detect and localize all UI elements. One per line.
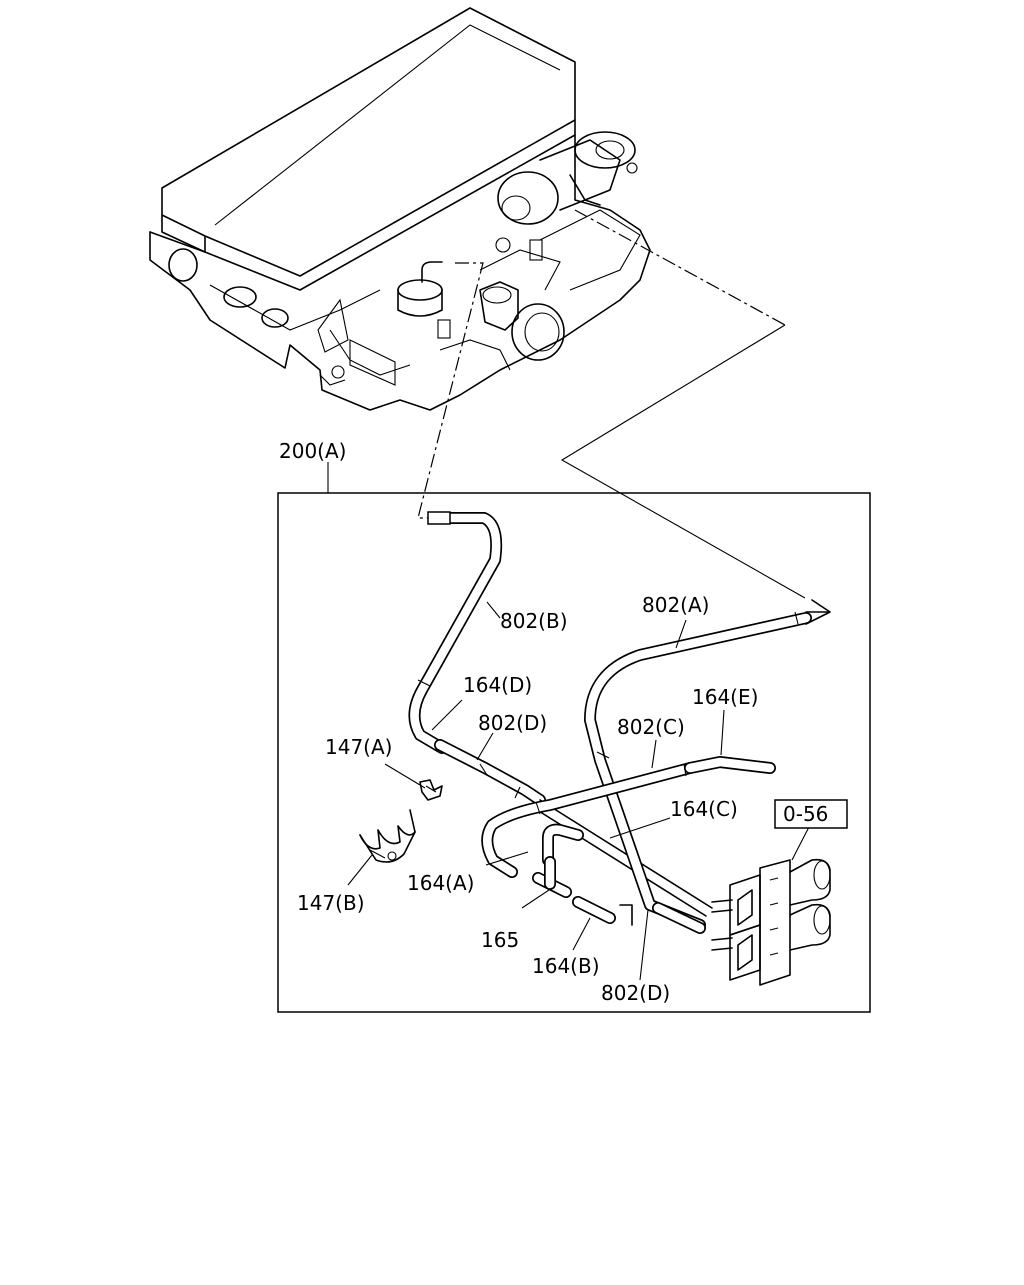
label-147a: 147(A) [325,735,392,759]
label-leaders [327,462,811,981]
hose-802d-bottom [619,902,706,934]
label-802c: 802(C) [617,715,685,739]
label-164b: 164(B) [532,954,600,978]
hose-802b [408,511,503,754]
label-164e: 164(E) [692,685,758,709]
connection-lines [417,209,806,599]
hose-164a [542,823,584,866]
part-labels: 200(A) 802(A) 802(B) 164(D) 164(E) 802(D… [279,439,848,1005]
ref-box-label[interactable]: 0-56 [783,802,828,826]
solenoid-valves [711,858,831,986]
label-802a: 802(A) [642,593,709,617]
ref-box-frame [774,799,848,829]
hose-164b [572,896,616,924]
label-200a: 200(A) [279,439,346,463]
clip-147a [419,779,443,801]
label-164d: 164(D) [463,673,532,697]
label-164c: 164(C) [670,797,738,821]
label-802b: 802(B) [500,609,568,633]
hose-802a [584,599,831,931]
joint-165 [532,856,572,898]
label-802d-bottom: 802(D) [601,981,670,1005]
label-164a: 164(A) [407,871,474,895]
label-147b: 147(B) [297,891,365,915]
clip-147b [359,809,416,863]
hose-802d [434,739,546,806]
hose-164e [684,756,776,774]
label-165: 165 [481,928,519,952]
engine-assembly [149,7,651,411]
label-802d-top: 802(D) [478,711,547,735]
assembly-frame [277,492,871,1013]
